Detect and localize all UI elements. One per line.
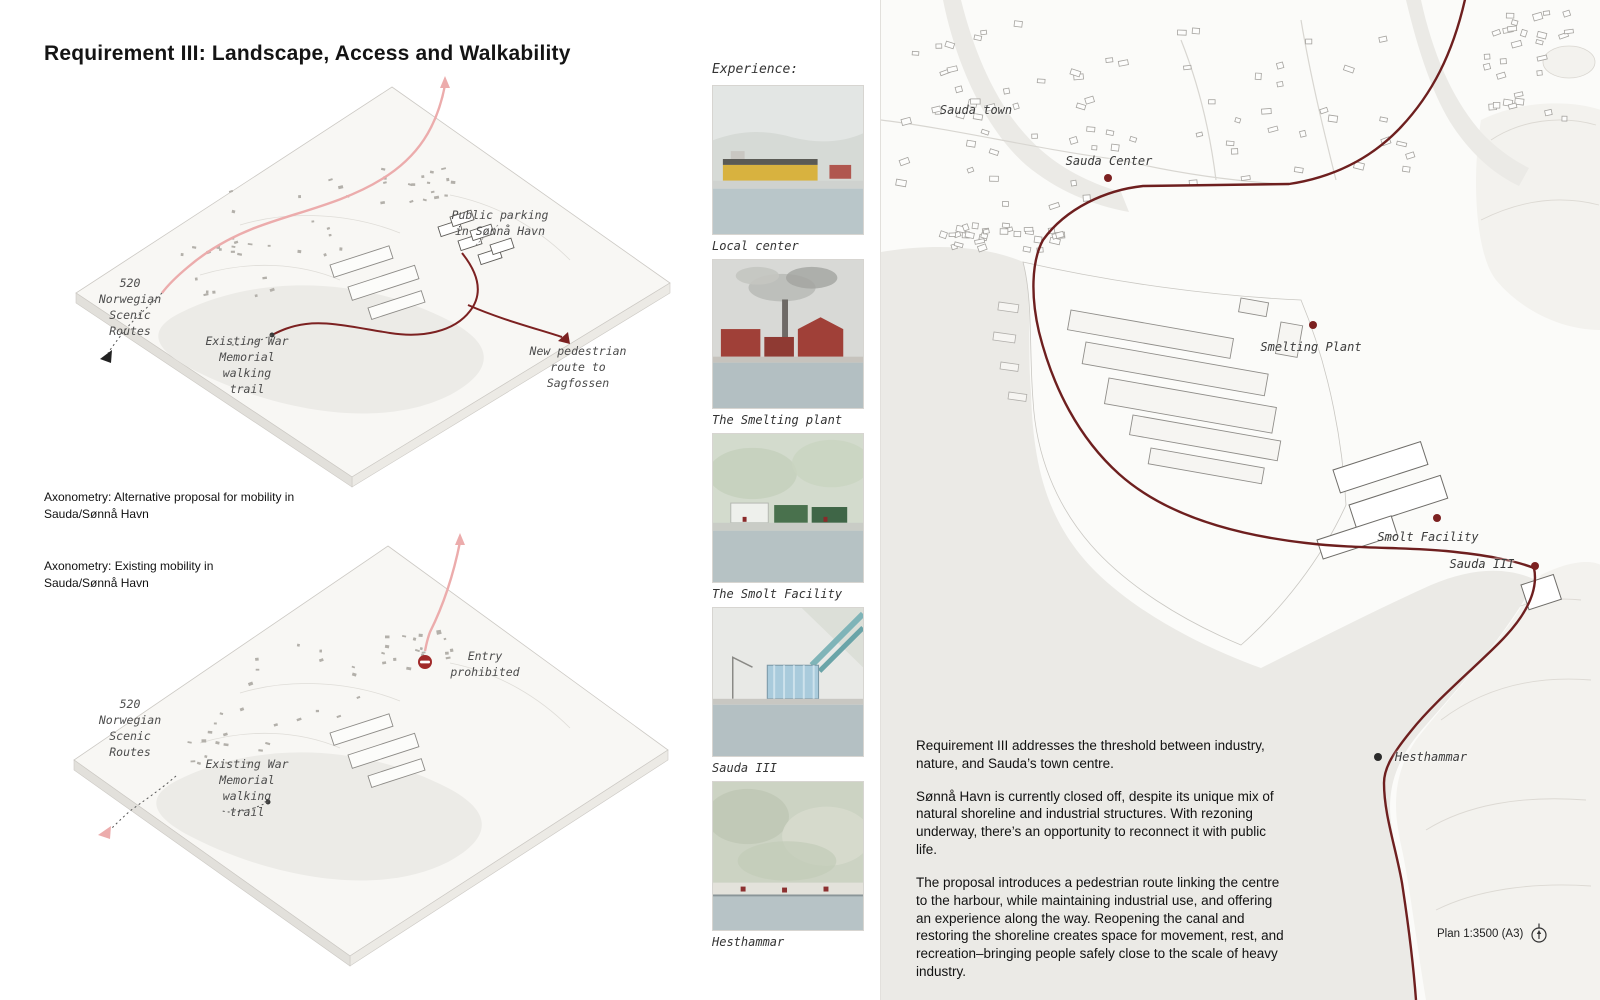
smolt-facility-marker [1433, 514, 1441, 522]
sauda-center-marker [1104, 174, 1112, 182]
route-arrow-southwest-icon [98, 826, 111, 839]
route-arrow-southwest-icon [100, 350, 112, 363]
memorial-trail-line [225, 334, 273, 346]
pedestrian-route-line [273, 252, 479, 336]
fjord-water [881, 247, 1536, 1000]
axonometry-alternative: Public parking in Sønnå Havn 520 Norwegi… [30, 75, 690, 490]
site-plan-drawing [881, 0, 1600, 1000]
experience-item-local-center: Local center [712, 85, 870, 253]
piers [992, 301, 1028, 402]
map-label-sauda-town: Sauda town [939, 103, 1013, 117]
north-arrow-icon [1531, 923, 1547, 943]
label-scenic-routes: 520 Norwegian Scenic Routes [98, 697, 162, 760]
experience-caption: The Smelting plant [712, 413, 843, 427]
description-paragraph-1: Requirement III addresses the threshold … [916, 738, 1265, 771]
route-arrow-east-icon [558, 332, 570, 344]
experience-caption: The Smolt Facility [712, 587, 843, 601]
experience-item-smelting-plant: The Smelting plant [712, 259, 870, 427]
plan-scale-text: Plan 1:3500 (A3) [1437, 927, 1524, 940]
route-arrow-north-icon [455, 533, 465, 545]
industrial-buildings [329, 713, 426, 788]
map-label-smolt-facility: Smolt Facility [1377, 530, 1479, 544]
smelting-plant-buildings [1067, 297, 1304, 485]
map-label-hesthammar: Hesthammar [1394, 750, 1468, 764]
label-war-memorial: Existing War Memorial walking trail [205, 334, 289, 397]
label-entry-prohibited: Entry prohibited [450, 649, 520, 680]
smelting-plant-marker [1309, 321, 1317, 329]
experience-item-smolt-facility: The Smolt Facility [712, 433, 870, 601]
fjord-surface [158, 285, 484, 414]
label-public-parking: Public parking in Sønnå Havn [451, 208, 549, 239]
description-paragraph-2: Sønnå Havn is currently closed off, desp… [916, 788, 1274, 858]
town-marks [187, 629, 454, 765]
entry-prohibited-icon [418, 655, 432, 669]
experience-image-local-center [712, 85, 864, 235]
label-scenic-routes: 520 Norwegian Scenic Routes [98, 276, 162, 339]
river-west [943, 0, 1129, 212]
caption-axon-alternative: Axonometry: Alternative proposal for mob… [44, 490, 295, 521]
parking-structures [437, 209, 515, 266]
scenic-route-continuation [111, 775, 177, 829]
label-new-pedestrian-route: New pedestrian route to Sagfossen [529, 344, 627, 391]
experience-image-smelting-plant [712, 259, 864, 409]
map-label-smelting-plant: Smelting Plant [1260, 340, 1362, 354]
map-label-sauda-iii: Sauda III [1449, 557, 1515, 571]
description-paragraph-3: The proposal introduces a pedestrian rou… [916, 874, 1284, 979]
scenic-route-continuation [107, 292, 163, 354]
fjord-surface [156, 752, 482, 881]
experience-caption: Sauda III [712, 761, 778, 775]
hesthammar-marker [1374, 753, 1382, 761]
experience-column: Experience: Local center [712, 62, 870, 955]
river-east [1406, 0, 1529, 186]
scenic-route-line [161, 84, 447, 294]
axonometry-existing-drawing [73, 533, 669, 967]
label-war-memorial: Existing War Memorial walking trail [205, 757, 289, 820]
memorial-trail-line [221, 801, 269, 813]
experience-image-smolt-facility [712, 433, 864, 583]
pedestrian-route-branch [467, 304, 563, 338]
terrain-southeast [1396, 562, 1600, 1000]
experience-item-sauda-iii: Sauda III [712, 607, 870, 775]
experience-caption: Hesthammar [712, 935, 785, 949]
site-plan: Sauda town Sauda Center Smelting Plant S… [880, 0, 1600, 1000]
experience-caption: Local center [712, 239, 799, 253]
axonometry-existing: Entry prohibited 520 Norwegian Scenic Ro… [30, 528, 690, 978]
experience-image-sauda-iii [712, 607, 864, 757]
sauda-iii-marker [1531, 562, 1539, 570]
industrial-buildings [329, 245, 426, 320]
plan-scale-note: Plan 1:3500 (A3) [1437, 923, 1548, 944]
experience-heading: Experience: [712, 62, 799, 77]
smolt-facility-buildings [1316, 440, 1563, 611]
page-title: Requirement III: Landscape, Access and W… [44, 42, 571, 66]
experience-item-hesthammar: Hesthammar [712, 781, 870, 949]
axonometry-alternative-drawing [75, 76, 671, 488]
caption-axon-existing: Axonometry: Existing mobility in Sauda/S… [44, 559, 214, 590]
proposed-route-line [1032, 0, 1537, 1000]
route-arrow-north-icon [440, 76, 450, 88]
experience-image-hesthammar [712, 781, 864, 931]
roads [881, 19, 1337, 185]
requirement-description: Requirement III addresses the threshold … [916, 737, 1288, 996]
scenic-route-line [423, 541, 462, 652]
map-label-sauda-center: Sauda Center [1065, 154, 1153, 168]
